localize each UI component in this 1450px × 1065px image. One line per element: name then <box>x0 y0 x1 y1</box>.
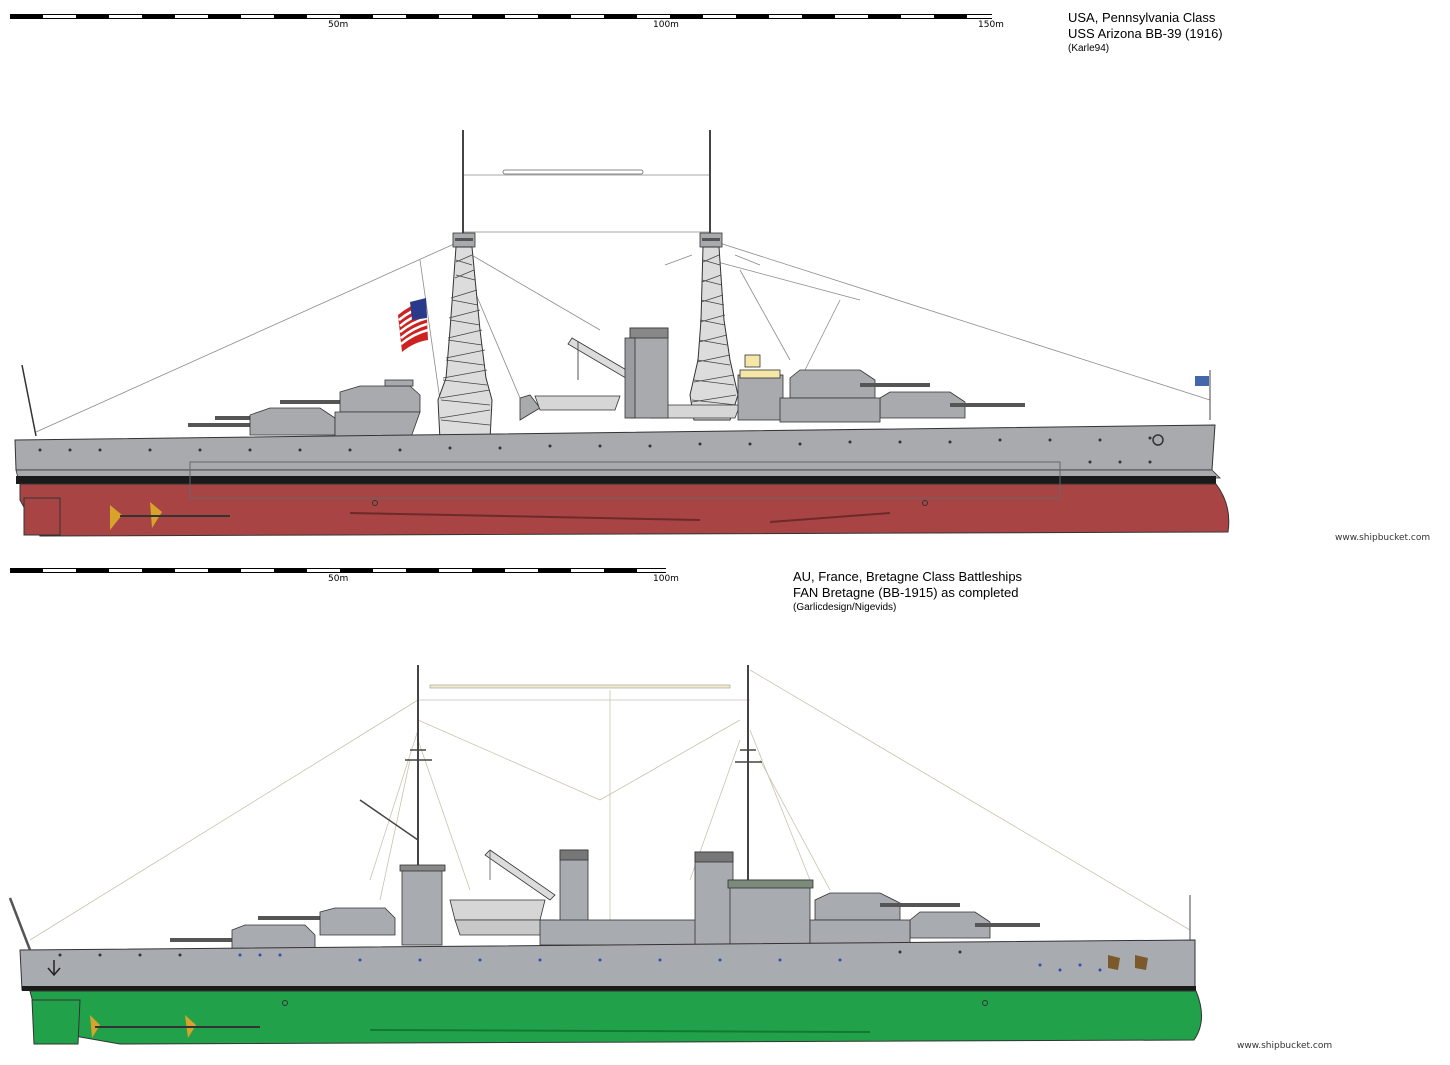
bottom-caption-class: AU, France, Bretagne Class Battleships <box>793 569 1023 584</box>
arizona-hull <box>14 424 1230 537</box>
bretagne-antenna-spreader <box>429 684 731 689</box>
top-caption-author: (Karle94) <box>1068 43 1110 54</box>
top-scale-tick-100: 100m <box>653 20 679 30</box>
bottom-caption-author: (Garlicdesign/Nigevids) <box>793 602 897 613</box>
arizona-main-cage-mast <box>689 232 739 421</box>
us-flag-icon <box>398 298 429 352</box>
bretagne-rigging <box>29 669 1191 941</box>
bottom-scale-tick-100: 100m <box>653 574 679 584</box>
bretagne-hull <box>19 939 1202 1045</box>
bretagne-superstructure <box>170 849 1040 951</box>
top-scale-tick-50: 50m <box>328 20 349 30</box>
top-scale-bar <box>10 14 992 19</box>
bottom-scale-tick-50: 50m <box>328 574 349 584</box>
top-caption-class: USA, Pennsylvania Class <box>1068 10 1216 25</box>
bow-anchor-icon <box>47 960 61 977</box>
arizona-superstructure <box>188 327 1025 441</box>
uss-arizona-profile <box>14 130 1230 537</box>
top-watermark: www.shipbucket.com <box>1335 533 1431 543</box>
top-caption: USA, Pennsylvania Class USS Arizona BB-3… <box>1068 10 1223 55</box>
bottom-caption: AU, France, Bretagne Class Battleships F… <box>793 569 1022 614</box>
top-scale-tick-150: 150m <box>978 20 1004 30</box>
arizona-propeller-icon <box>110 502 230 530</box>
top-caption-ship: USS Arizona BB-39 (1916) <box>1068 26 1223 41</box>
arizona-antenna-spreader <box>502 169 644 175</box>
bretagne-propeller-icon <box>90 1015 260 1038</box>
arizona-fore-cage-mast <box>437 232 493 441</box>
bretagne-main-mast <box>735 665 762 910</box>
arizona-rigging <box>35 174 1211 433</box>
small-flag-icon <box>1195 370 1211 420</box>
bottom-scale-bar <box>10 568 666 573</box>
bottom-caption-ship: FAN Bretagne (BB-1915) as completed <box>793 585 1019 600</box>
anchor-icon <box>1108 955 1148 970</box>
bottom-watermark: www.shipbucket.com <box>1237 1041 1333 1051</box>
